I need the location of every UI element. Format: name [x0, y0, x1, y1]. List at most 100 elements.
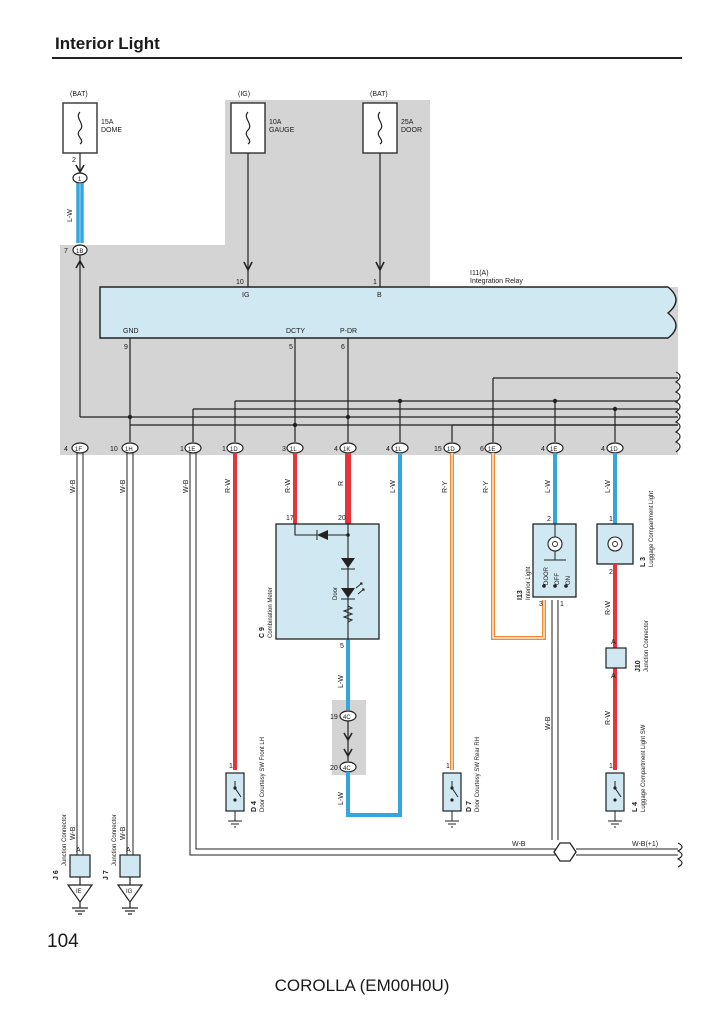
relay-pin-gnd-num: 9 — [124, 344, 128, 351]
svg-text:1: 1 — [446, 763, 450, 770]
ground-bus-wire-right: W-B(+1) — [632, 841, 658, 848]
page-number: 104 — [47, 931, 79, 952]
svg-text:4: 4 — [541, 446, 545, 453]
relay-pin-pdr-num: 6 — [341, 344, 345, 351]
wire-label-lw-3: L-W — [338, 792, 345, 805]
svg-text:2: 2 — [547, 516, 551, 523]
svg-text:5: 5 — [340, 643, 344, 650]
svg-text:A: A — [126, 847, 131, 854]
svg-text:17: 17 — [286, 515, 294, 522]
junction-j10: A A J10 Junction Connector — [605, 620, 650, 680]
fuse-gauge-source: (IG) — [238, 91, 250, 98]
svg-text:10: 10 — [110, 446, 118, 453]
svg-text:4C: 4C — [343, 715, 351, 721]
svg-text:20: 20 — [338, 515, 346, 522]
dome-wire-label: L-W — [67, 209, 74, 222]
relay-pin-pdr-name: P-DR — [340, 328, 357, 335]
relay-pin-dcty-num: 5 — [289, 344, 293, 351]
wire-label-lw-4: L-W — [545, 480, 552, 493]
svg-text:6: 6 — [480, 446, 484, 453]
svg-text:A: A — [76, 847, 81, 854]
svg-text:I13: I13 — [517, 590, 524, 600]
connector-1d-c: 4 1D — [601, 442, 624, 454]
fuse-dome-rating: 15A — [101, 119, 114, 126]
relay-pin-ig-num: 10 — [236, 279, 244, 286]
luggage-light: 1 2 L 3 Luggage Compartment Light — [596, 491, 655, 576]
fuse-dome: (BAT) 15A DOME 2 — [62, 91, 122, 164]
dome-connector-mid-label: 1B — [76, 249, 83, 255]
relay-pin-b-num: 1 — [373, 279, 377, 286]
wire-label-lw-5: L-W — [605, 480, 612, 493]
svg-text:4: 4 — [334, 446, 338, 453]
relay-pin-dcty-name: DCTY — [286, 328, 305, 335]
svg-text:Luggage Compartment Light: Luggage Compartment Light — [649, 491, 655, 567]
svg-text:1D: 1D — [447, 447, 455, 453]
svg-text:1E: 1E — [488, 447, 495, 453]
svg-text:1: 1 — [560, 601, 564, 608]
svg-text:D 4: D 4 — [251, 801, 258, 812]
svg-text:Junction Connector: Junction Connector — [644, 620, 650, 672]
svg-text:1D: 1D — [230, 447, 238, 453]
svg-text:A: A — [611, 673, 616, 680]
wire-label-r: R — [338, 481, 345, 486]
svg-text:3: 3 — [282, 446, 286, 453]
svg-text:19: 19 — [330, 714, 338, 721]
fuse-door-name: DOOR — [401, 127, 422, 134]
ground-bus-wire-left: W-B — [512, 841, 526, 848]
fuse-gauge: (IG) 10A GAUGE — [230, 91, 295, 154]
svg-text:1H: 1H — [125, 447, 133, 453]
svg-text:1: 1 — [180, 446, 184, 453]
svg-text:A: A — [611, 639, 616, 646]
door-switch-rear-rh: 1 D 7 Door Courtesy SW Rear RH — [442, 737, 481, 828]
svg-text:Door Courtesy SW Rear RH: Door Courtesy SW Rear RH — [475, 737, 481, 812]
svg-text:1: 1 — [609, 763, 613, 770]
fuse-gauge-name: GAUGE — [269, 127, 295, 134]
svg-text:Junction Connector: Junction Connector — [62, 814, 68, 866]
svg-text:20: 20 — [330, 765, 338, 772]
page-title: Interior Light — [55, 34, 160, 53]
svg-text:J 7: J 7 — [103, 870, 110, 880]
svg-text:4: 4 — [386, 446, 390, 453]
fuse-dome-source: (BAT) — [70, 91, 88, 98]
fuse-door-source: (BAT) — [370, 91, 388, 98]
wire-label-rw-3: R-W — [605, 601, 612, 615]
connector-1l-a: 3 1L — [282, 442, 304, 454]
footer-model-code: COROLLA (EM00H0U) — [274, 976, 450, 995]
svg-text:W-B: W-B — [70, 826, 77, 840]
svg-text:IG: IG — [126, 889, 133, 895]
svg-text:OFF: OFF — [555, 573, 561, 585]
svg-text:J10: J10 — [635, 660, 642, 672]
junction-j6: W-B A IE J 6 Junction Connector — [53, 814, 94, 915]
svg-text:1: 1 — [229, 763, 233, 770]
wire-label-lw-2: L-W — [390, 480, 397, 493]
combination-meter: 17 20 Door C 9 Combination Meter 5 — [259, 515, 380, 650]
wire-label-ry-1: R-Y — [442, 481, 449, 493]
svg-text:4: 4 — [64, 446, 68, 453]
luggage-light-switch: 1 L 4 Luggage Compartment Light SW — [605, 724, 647, 828]
svg-text:1L: 1L — [290, 447, 297, 453]
svg-text:Junction Connector: Junction Connector — [112, 814, 118, 866]
svg-text:4C: 4C — [343, 766, 351, 772]
svg-text:3: 3 — [539, 601, 543, 608]
svg-text:W-B: W-B — [120, 826, 127, 840]
connector-1h: 10 1H — [110, 442, 139, 454]
relay-pin-b-name: B — [377, 292, 382, 299]
relay-label: I11(A) — [470, 270, 489, 277]
wire-label-2: W-B — [120, 479, 127, 493]
svg-text:Door Courtesy SW Front LH: Door Courtesy SW Front LH — [260, 737, 266, 812]
wire-label-rw-4: R-W — [605, 711, 612, 725]
wire-label-3: W-B — [183, 479, 190, 493]
svg-text:Luggage Compartment Light SW: Luggage Compartment Light SW — [641, 724, 647, 812]
svg-text:1D: 1D — [610, 447, 618, 453]
shaded-area — [60, 100, 678, 455]
wire-label-ry-2: R-Y — [483, 481, 490, 493]
fuse-door-rating: 25A — [401, 119, 414, 126]
svg-text:1K: 1K — [343, 447, 350, 453]
wire-label-lw-meter: L-W — [338, 675, 345, 688]
junction-j7: W-B A IG J 7 Junction Connector — [103, 814, 144, 915]
wire-label-1: W-B — [70, 479, 77, 493]
svg-text:Door: Door — [333, 587, 339, 600]
svg-text:C 9: C 9 — [259, 627, 266, 638]
ground-bus-junction — [553, 842, 577, 862]
